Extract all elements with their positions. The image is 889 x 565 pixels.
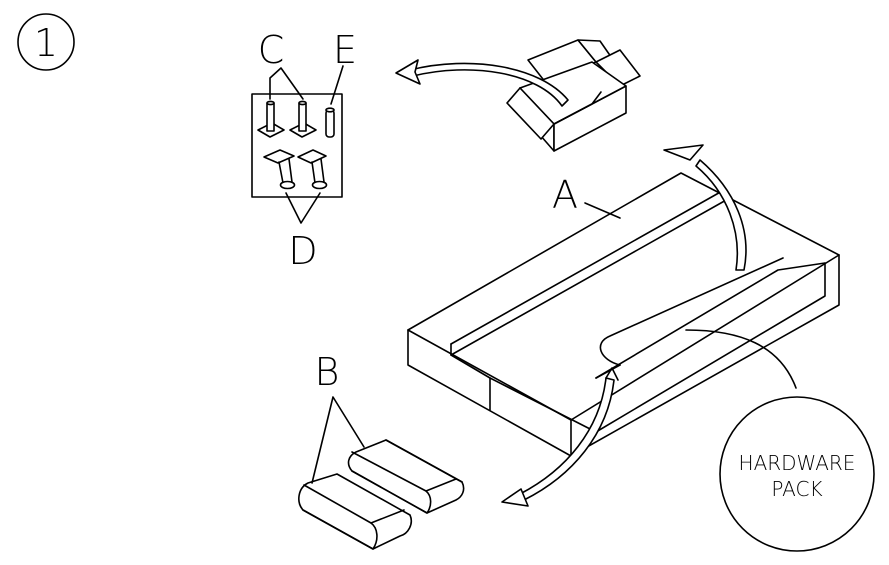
part-e bbox=[325, 107, 335, 138]
hardware-pack-line2: PACK bbox=[771, 477, 822, 501]
label-b-leaders bbox=[311, 396, 365, 484]
hardware-pack-circle bbox=[719, 396, 875, 552]
hardware-pack-line1: HARDWARE bbox=[739, 451, 856, 475]
label-e-leader bbox=[330, 65, 344, 105]
cushion-b-2 bbox=[347, 439, 465, 514]
label-a: A bbox=[552, 173, 578, 217]
cushion-b-1 bbox=[298, 473, 413, 550]
leg-c-1 bbox=[257, 100, 285, 138]
step-indicator: 1 bbox=[17, 13, 75, 71]
arrow-carton-up bbox=[663, 144, 747, 271]
label-b: B bbox=[315, 350, 340, 394]
label-a-leader bbox=[584, 202, 621, 219]
label-d: D bbox=[288, 229, 317, 273]
label-d-leaders bbox=[285, 192, 321, 224]
parts-panel-frame bbox=[251, 93, 343, 198]
main-carton bbox=[407, 172, 840, 457]
foot-d-1 bbox=[263, 149, 296, 190]
foot-d-2 bbox=[297, 149, 328, 190]
arrow-carton-down bbox=[501, 367, 619, 507]
small-carton bbox=[506, 39, 641, 152]
arrow-carton-to-parts bbox=[395, 59, 569, 107]
label-c: C bbox=[258, 28, 285, 72]
leg-c-2 bbox=[289, 100, 317, 138]
hardware-pack-leader bbox=[685, 329, 797, 389]
label-e: E bbox=[333, 28, 357, 72]
hardware-pack-callout: HARDWARE PACK bbox=[719, 396, 875, 552]
step-number: 1 bbox=[34, 21, 58, 65]
label-c-leaders bbox=[269, 67, 304, 100]
parts-panel bbox=[251, 93, 343, 198]
step-circle bbox=[17, 13, 75, 71]
